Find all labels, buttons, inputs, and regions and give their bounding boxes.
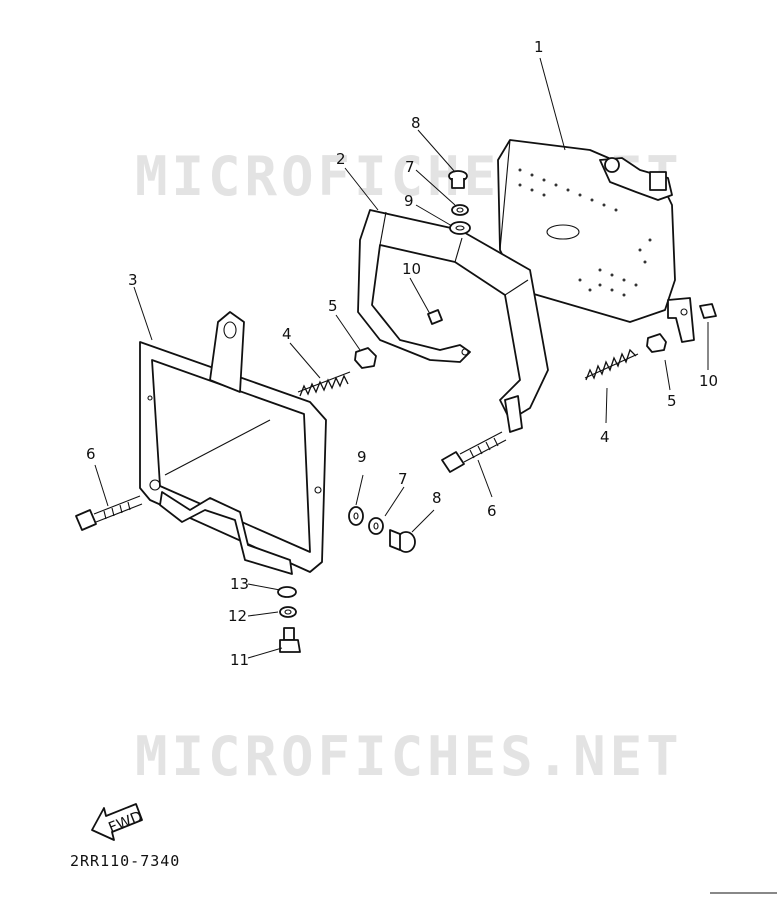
callout-13: 13 [230, 575, 249, 593]
callout-11: 11 [230, 651, 249, 669]
callout-12: 12 [228, 607, 247, 625]
washer-12 [279, 606, 297, 618]
pin-10-right [699, 303, 717, 319]
callout-6-left: 6 [86, 445, 96, 463]
washer-9-top [449, 221, 471, 235]
callout-4-left: 4 [282, 325, 292, 343]
washer-13 [277, 586, 297, 598]
headlight-unit [497, 139, 695, 343]
fwd-arrow-icon: FWD [91, 803, 145, 841]
leader-lines [94, 57, 709, 659]
callout-10-right: 10 [699, 372, 718, 390]
long-screw-left [75, 495, 143, 531]
screw-8-top [448, 170, 468, 189]
outer-headlight-frame [139, 311, 327, 575]
long-screw-right [441, 431, 507, 473]
callout-7-bottom: 7 [398, 470, 408, 488]
adjuster-nut-left [354, 347, 377, 369]
callout-8-bottom: 8 [432, 489, 442, 507]
spring-right [584, 348, 639, 381]
callout-labels: 1 2 3 4 4 5 5 6 6 7 7 8 8 9 9 10 10 11 1… [86, 38, 718, 669]
lock-washer-7-top [451, 204, 469, 216]
callout-8-top: 8 [411, 114, 421, 132]
callout-5-right: 5 [667, 392, 677, 410]
callout-2: 2 [336, 150, 346, 168]
lock-washer-7-bottom [368, 517, 384, 535]
callout-1: 1 [534, 38, 544, 56]
pin-10-left [427, 309, 443, 325]
washer-9-bottom [348, 506, 364, 526]
screw-8-bottom [389, 529, 416, 553]
callout-10-left: 10 [402, 260, 421, 278]
callout-3: 3 [128, 271, 138, 289]
watermark-bottom: MICROFICHES.NET [135, 725, 683, 788]
callout-7-top: 7 [405, 158, 415, 176]
callout-9-top: 9 [404, 192, 414, 210]
callout-6-right: 6 [487, 502, 497, 520]
callout-5-left: 5 [328, 297, 338, 315]
adjuster-nut-right [646, 333, 667, 353]
callout-4-right: 4 [600, 428, 610, 446]
spring-left [297, 371, 351, 397]
diagram-code: 2RR110-7340 [70, 852, 180, 870]
inner-bracket-frame [357, 209, 549, 433]
callout-9-bottom: 9 [357, 448, 367, 466]
bolt-11 [279, 627, 301, 653]
fwd-label: FWD [106, 807, 145, 837]
